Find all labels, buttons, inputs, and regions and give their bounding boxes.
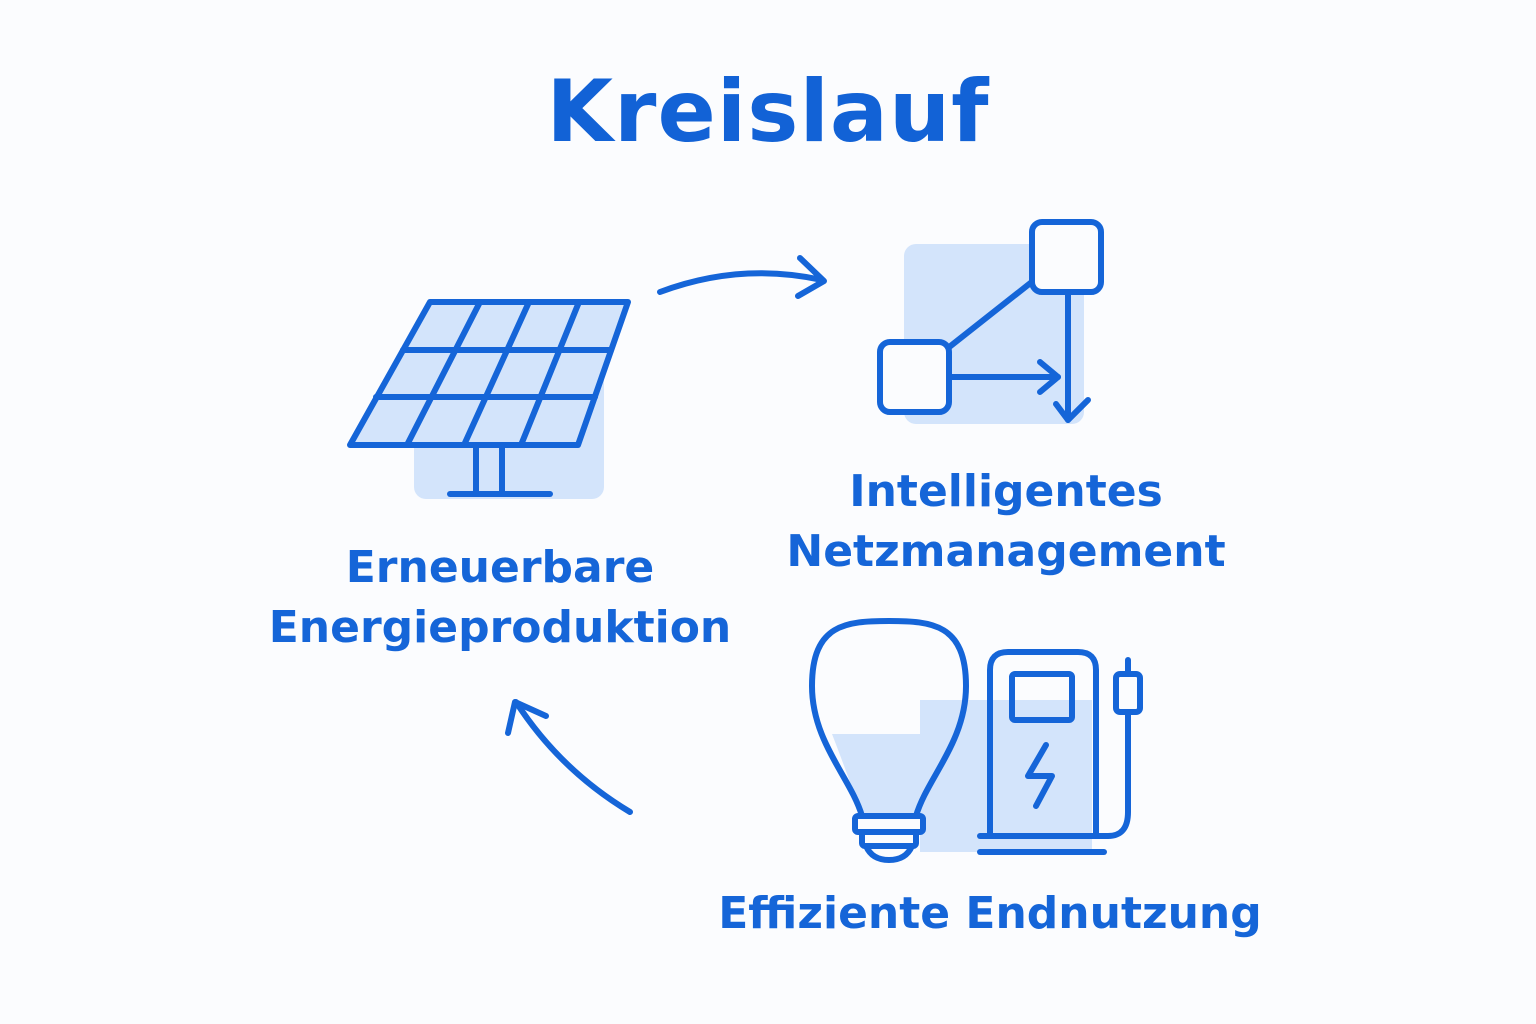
label-line: Netzmanagement — [786, 526, 1226, 577]
node-label-renewable-energy-production: Erneuerbare Energieproduktion — [250, 538, 750, 658]
label-line: Energieproduktion — [268, 602, 732, 653]
arrow-usage-to-renewable — [505, 699, 633, 815]
lightbulb-icon — [809, 618, 969, 863]
label-line: Effiziente Endnutzung — [718, 888, 1262, 939]
lightbulb-and-charging-station-icon — [809, 618, 1143, 863]
solar-panel-icon — [347, 299, 631, 499]
charging-station-icon — [977, 649, 1143, 855]
node-label-smart-grid-management: Intelligentes Netzmanagement — [756, 462, 1256, 582]
diagram-title: Kreislauf — [546, 62, 990, 162]
label-line: Intelligentes — [849, 466, 1163, 517]
label-line: Erneuerbare — [345, 542, 655, 593]
network-nodes-icon — [877, 219, 1104, 424]
node-label-efficient-end-use: Effiziente Endnutzung — [700, 884, 1280, 944]
arrow-renewable-to-grid — [657, 255, 827, 299]
